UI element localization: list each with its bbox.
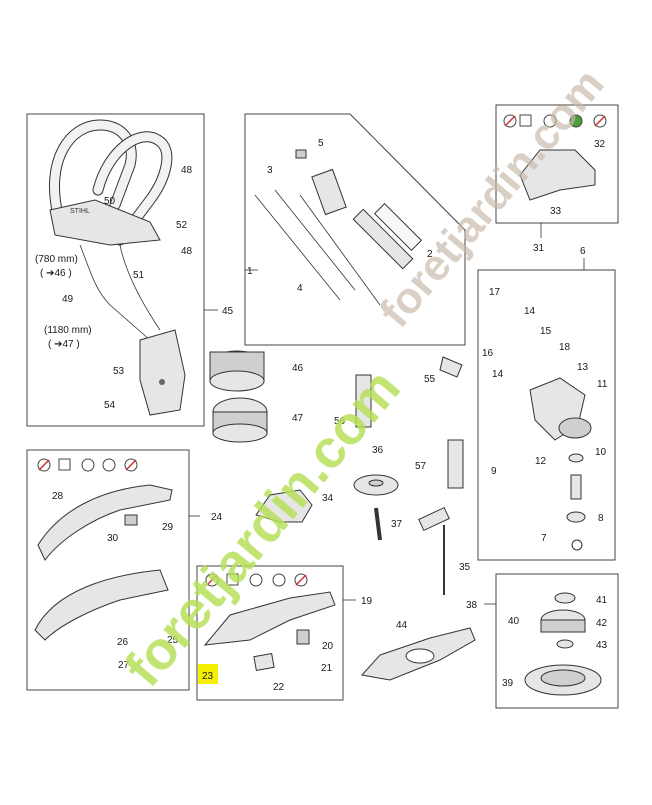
guard-panel-left — [26, 449, 190, 691]
group-callout: 38 — [466, 600, 478, 611]
group-callout: 6 — [580, 246, 586, 257]
grass-blade-icon — [58, 458, 71, 471]
grass-blade-icon — [226, 573, 239, 586]
harness-brand-label: STIHL — [70, 208, 90, 215]
callout: 29 — [162, 522, 174, 533]
tool-icon-row — [503, 114, 607, 128]
callout: 16 — [482, 348, 494, 359]
callout: 33 — [550, 206, 562, 217]
callout: 12 — [535, 456, 547, 467]
tool-icon-row — [205, 573, 308, 587]
callout: 28 — [52, 491, 64, 502]
guard-left-callouts: 28 29 30 26 25 27 24 — [52, 491, 223, 671]
callout: 35 — [459, 562, 471, 573]
callout: 27 — [118, 660, 130, 671]
callout: 50 — [104, 196, 116, 207]
callout: 42 — [596, 618, 608, 629]
tool-icon-row — [37, 458, 138, 472]
callout: 13 — [577, 362, 589, 373]
callout: 44 — [396, 620, 408, 631]
head-panel-top: 32 33 31 — [495, 104, 619, 254]
callout: 5 — [318, 138, 324, 149]
callout: 48 — [181, 246, 193, 257]
callout: 14 — [492, 369, 504, 380]
group-callout: 31 — [533, 243, 545, 254]
middle-parts: 36 37 34 35 44 — [255, 445, 476, 681]
gearbox-callouts: 17 14 15 16 18 14 13 11 10 9 12 8 7 6 — [482, 246, 608, 544]
callout: 18 — [559, 342, 571, 353]
callout: 4 — [297, 283, 303, 294]
callout: 47 — [292, 413, 304, 424]
callout: 8 — [598, 513, 604, 524]
callout: 53 — [113, 366, 125, 377]
harness-callouts: 48 50 52 48 51 49 53 54 (780 mm) ( ➔46 )… — [35, 165, 234, 411]
callout: 32 — [594, 139, 606, 150]
shaft-callouts: 5 3 2 4 55 1 — [245, 138, 436, 385]
callout: 26 — [117, 637, 129, 648]
callout: 52 — [176, 220, 188, 231]
callout: 41 — [596, 595, 608, 606]
length-note-780: (780 mm) — [35, 254, 78, 265]
line-rolls: 46 47 — [209, 350, 304, 443]
saw-blade-icon — [569, 114, 583, 128]
callout: 7 — [541, 533, 547, 544]
three-tooth-blade-icon — [249, 573, 263, 587]
mowing-head-callouts: 41 40 42 43 39 38 — [466, 595, 608, 689]
gearbox-panel — [477, 269, 616, 561]
grass-blade-icon — [519, 114, 532, 127]
saw-blade-icon — [102, 458, 116, 472]
callout: 22 — [273, 682, 285, 693]
callout: 39 — [502, 678, 514, 689]
callout: 3 — [267, 165, 273, 176]
harness-panel: STIHL — [26, 113, 205, 427]
callout: 30 — [107, 533, 119, 544]
callout: 34 — [322, 493, 334, 504]
callout: 48 — [181, 165, 193, 176]
callout: 51 — [133, 270, 145, 281]
callout: 56 — [334, 416, 346, 427]
callout: 54 — [104, 400, 116, 411]
callout: 36 — [372, 445, 384, 456]
length-note-780-ref: ( ➔46 ) — [40, 268, 72, 279]
group-callout: 45 — [222, 306, 234, 317]
callout: 9 — [491, 466, 497, 477]
highlight-box — [198, 664, 218, 684]
callout: 10 — [595, 447, 607, 458]
callout: 40 — [508, 616, 520, 627]
callout: 46 — [292, 363, 304, 374]
mowing-head-panel — [495, 573, 619, 709]
callout: 25 — [167, 635, 179, 646]
group-callout: 24 — [211, 512, 223, 523]
callout: 21 — [321, 663, 333, 674]
three-tooth-blade-icon — [543, 114, 557, 128]
length-note-1180-ref: ( ➔47 ) — [48, 339, 80, 350]
group-callout: 1 — [247, 266, 253, 277]
group-callout: 19 — [361, 596, 373, 607]
callout: 2 — [427, 249, 433, 260]
callout: 37 — [391, 519, 403, 530]
grease-tubes: 56 57 — [334, 374, 464, 489]
callout-highlighted: 23 — [202, 671, 214, 682]
callout: 17 — [489, 287, 501, 298]
guard-panel-mid — [196, 565, 344, 701]
callout: 49 — [62, 294, 74, 305]
callout: 55 — [424, 374, 436, 385]
guard-mid-callouts: 20 21 23 22 19 — [198, 596, 373, 693]
callout: 14 — [524, 306, 536, 317]
shaft-panel — [244, 113, 466, 378]
saw-blade-icon — [272, 573, 286, 587]
callout: 43 — [596, 640, 608, 651]
callout: 11 — [597, 379, 608, 390]
callout: 20 — [322, 641, 334, 652]
callout: 57 — [415, 461, 427, 472]
three-tooth-blade-icon — [81, 458, 95, 472]
callout: 15 — [540, 326, 552, 337]
length-note-1180: (1180 mm) — [44, 325, 92, 336]
